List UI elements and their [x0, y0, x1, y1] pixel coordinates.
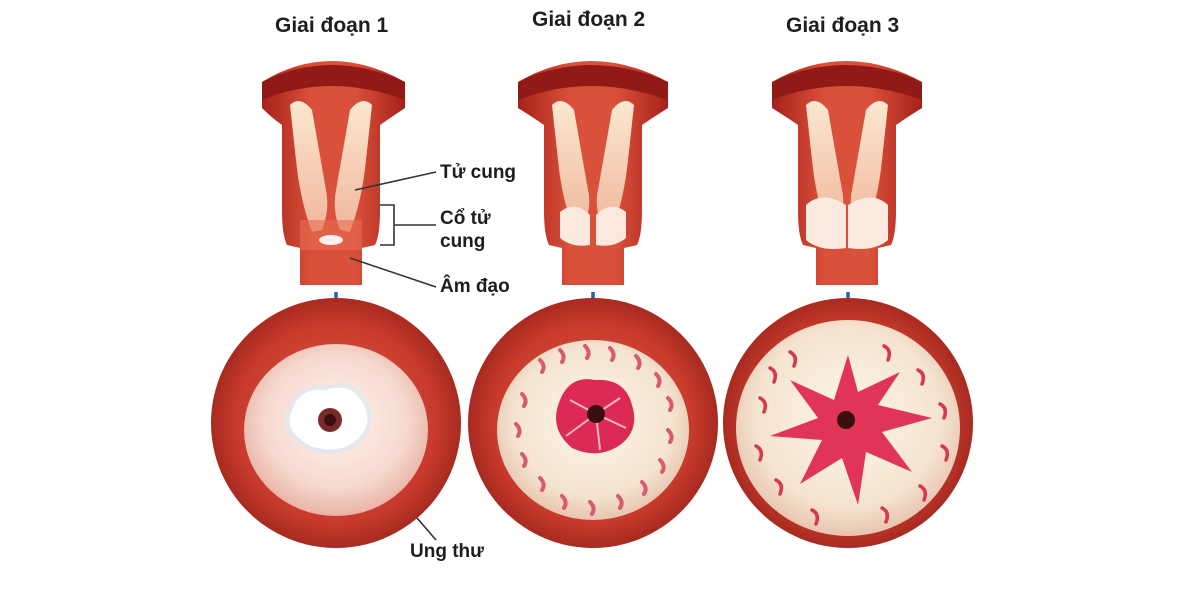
stage-title-1: Giai đoạn 1 [275, 14, 389, 37]
label-cancer: Ung thư [410, 541, 484, 562]
label-cervix-line2: cung [440, 231, 486, 252]
uterus-illustration-stage-3 [772, 61, 922, 285]
cervix-view-stage-2 [468, 298, 718, 548]
uterus-illustration-stage-2 [518, 61, 668, 285]
label-cervix-line1: Cổ tử [440, 208, 491, 229]
stage-title-3: Giai đoạn 3 [786, 14, 900, 37]
cervix-view-stage-3 [723, 298, 973, 548]
label-uterus: Tử cung [440, 162, 517, 183]
stage-title-2: Giai đoạn 2 [532, 8, 646, 31]
label-vagina: Âm đạo [440, 276, 510, 297]
cervix-view-stage-1 [211, 298, 461, 548]
uterus-illustration-stage-1 [262, 61, 405, 285]
